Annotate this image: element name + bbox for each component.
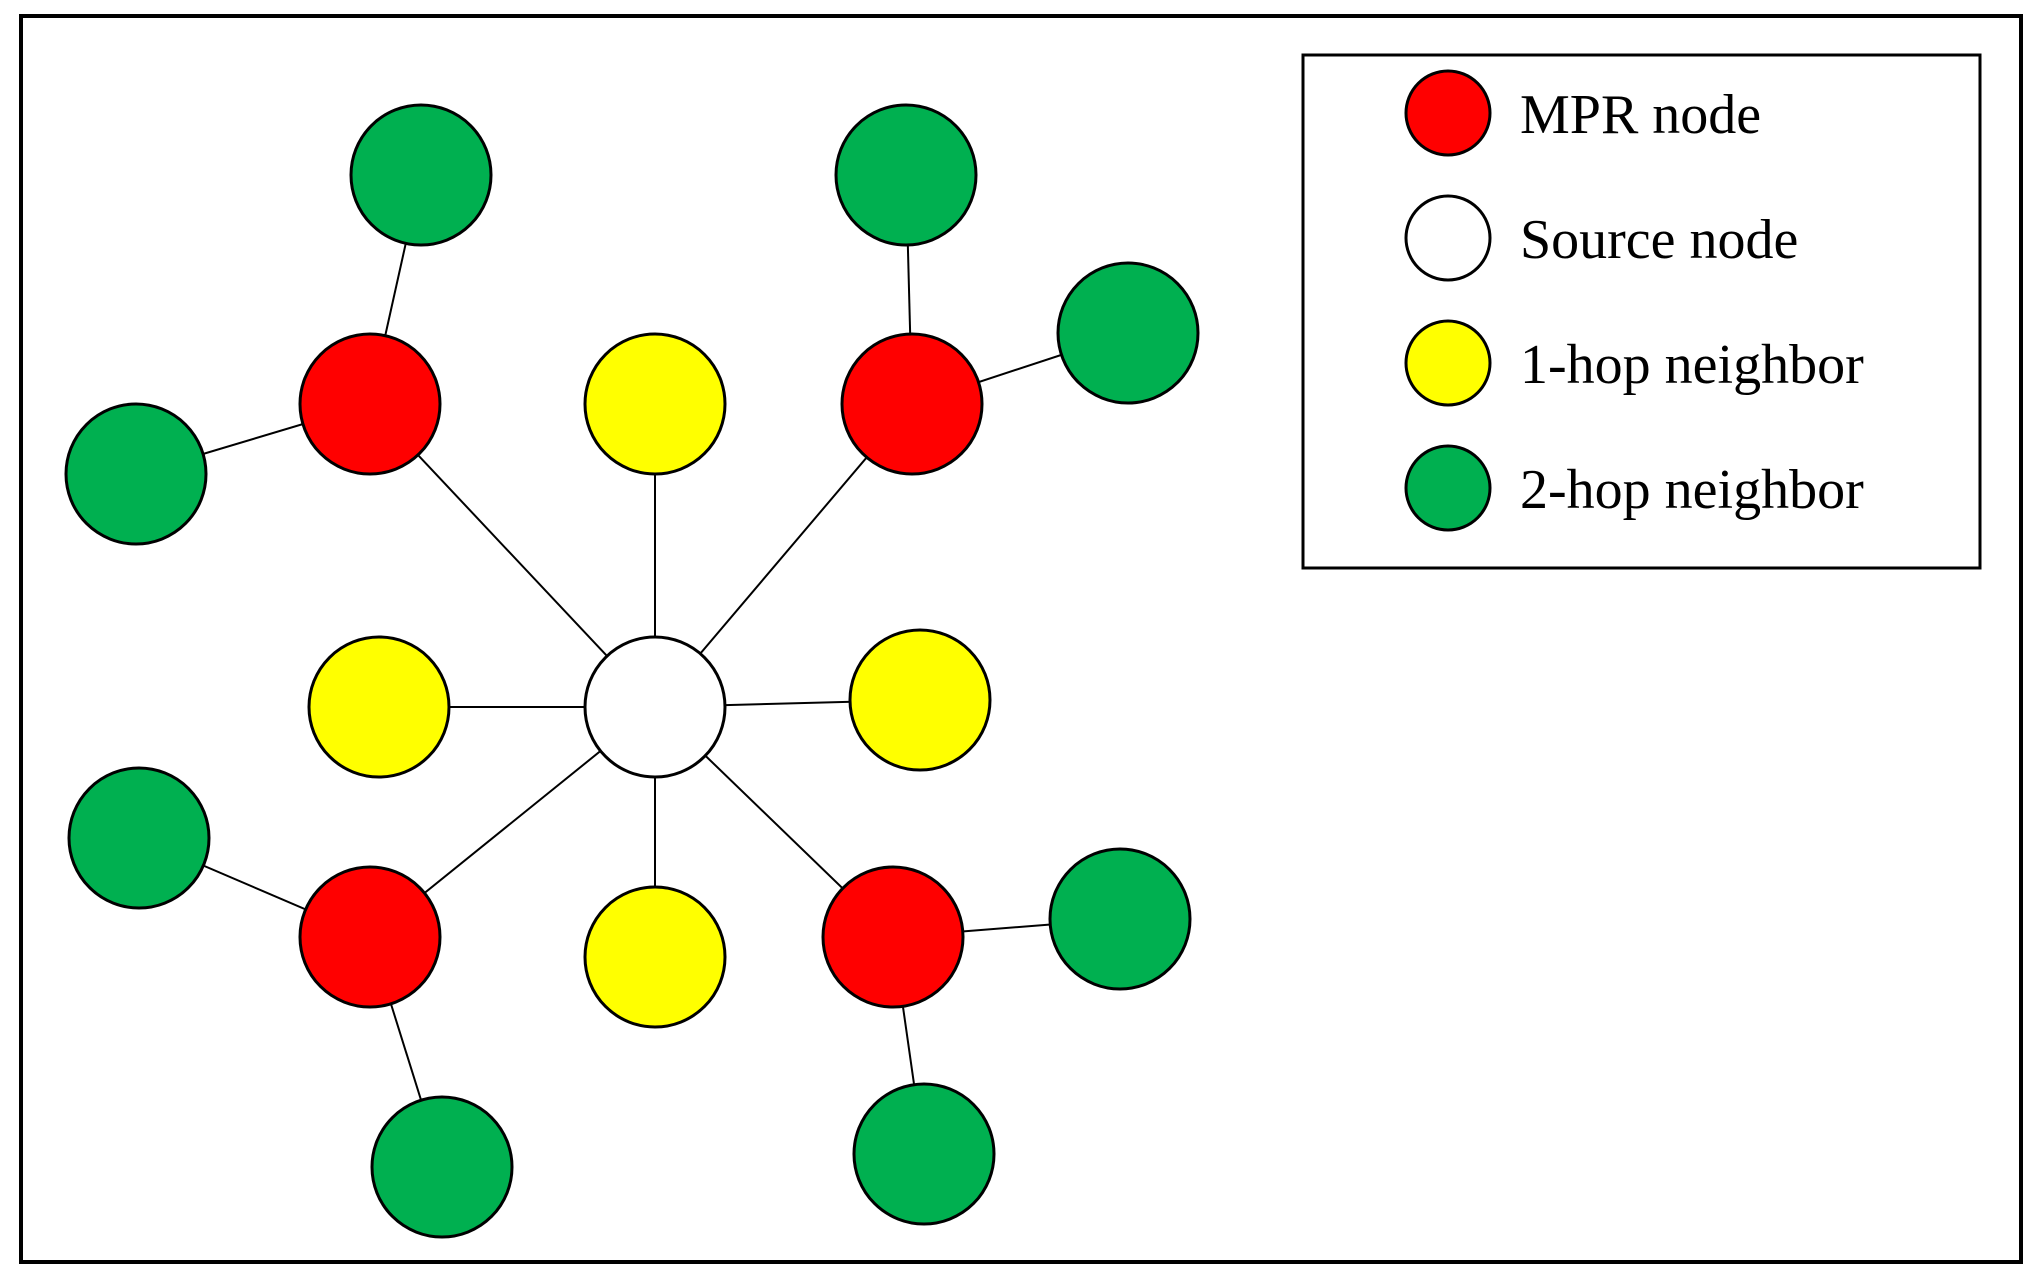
two-hop-neighbor-node [834, 103, 978, 247]
two-hop-neighbor-node [852, 1082, 996, 1226]
source-node [583, 635, 727, 779]
legend-label-one-hop: 1-hop neighbor [1520, 334, 1864, 396]
one-hop-neighbor-node [583, 332, 727, 476]
two-hop-neighbor-node [370, 1095, 514, 1239]
two-hop-neighbor-node [349, 103, 493, 247]
legend-label-source: Source node [1520, 209, 1798, 271]
legend-swatch-mpr [1404, 69, 1492, 157]
mpr-node [298, 865, 442, 1009]
legend-swatch-source [1404, 194, 1492, 282]
two-hop-neighbor-node [64, 402, 208, 546]
one-hop-neighbor-node [307, 635, 451, 779]
two-hop-neighbor-node [67, 766, 211, 910]
two-hop-neighbor-node [1048, 847, 1192, 991]
legend-swatch-one-hop [1404, 319, 1492, 407]
mpr-node [821, 865, 965, 1009]
legend-swatch-two-hop [1404, 444, 1492, 532]
two-hop-neighbor-node [1056, 261, 1200, 405]
mpr-node [298, 332, 442, 476]
one-hop-neighbor-node [848, 628, 992, 772]
one-hop-neighbor-node [583, 885, 727, 1029]
network-nodes [64, 103, 1200, 1239]
mpr-node [840, 332, 984, 476]
legend-label-mpr: MPR node [1520, 84, 1761, 146]
legend-label-two-hop: 2-hop neighbor [1520, 459, 1864, 521]
